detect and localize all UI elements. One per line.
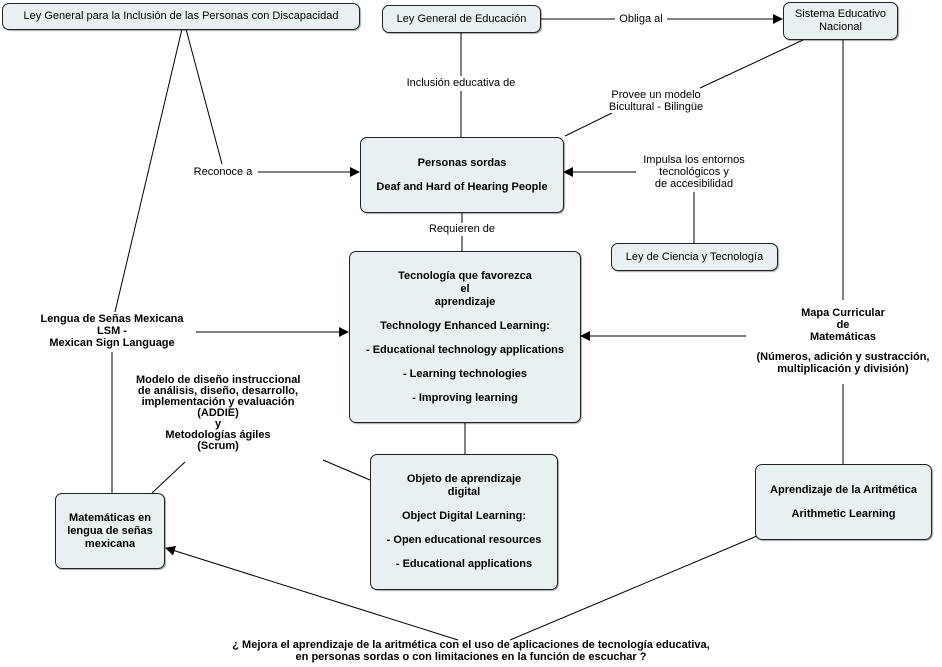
- node-text: Technology Enhanced Learning:: [380, 319, 550, 332]
- label-lengua-senas: Lengua de Señas Mexicana LSM - Mexican S…: [28, 313, 196, 349]
- node-text: - Learning technologies: [402, 367, 528, 380]
- node-text: el: [460, 282, 470, 295]
- label-line: Modelo de diseño instruccional: [136, 374, 301, 386]
- label-line: y: [214, 418, 222, 430]
- label-impulsa: Impulsa los entornos tecnológicos y de a…: [636, 154, 752, 190]
- label-line: LSM -: [97, 325, 127, 337]
- node-aprendizaje-aritmetica[interactable]: Aprendizaje de la Aritmética Arithmetic …: [755, 464, 932, 540]
- node-subtitle: Deaf and Hard of Hearing People: [376, 180, 548, 193]
- label-line: Provee un modelo: [611, 89, 701, 101]
- node-text: Ley General para la Inclusión de las Per…: [23, 10, 339, 22]
- node-tecnologia[interactable]: Tecnología que favorezca el aprendizaje …: [349, 251, 581, 423]
- node-text: - Open educational resources: [386, 534, 542, 546]
- node-text: Object Digital Learning:: [401, 510, 527, 522]
- arrow-pregunta-matematicas: [165, 545, 459, 641]
- label-line: Bicultural - Bilingüe: [608, 101, 704, 113]
- label-line: de análisis, diseño, desarrollo,: [137, 385, 299, 397]
- node-personas-sordas[interactable]: Personas sordas Deaf and Hard of Hearing…: [360, 137, 564, 213]
- node-text: Tecnología que favorezca: [398, 269, 532, 282]
- line-matematicas-modelo: [151, 461, 186, 494]
- label-obliga: Obliga al: [615, 13, 667, 25]
- label-line: de: [836, 319, 850, 331]
- node-ley-inclusion[interactable]: Ley General para la Inclusión de las Per…: [2, 3, 360, 30]
- node-sistema-educativo[interactable]: Sistema Educativo Nacional: [783, 2, 898, 40]
- node-objeto-aprendizaje[interactable]: Objeto de aprendizaje digital Object Dig…: [370, 454, 558, 590]
- line-inclusion-lengua: [114, 28, 183, 313]
- node-text: Ley General de Educación: [396, 12, 527, 25]
- node-text: mexicana: [84, 537, 136, 550]
- label-reconoce: Reconoce a: [188, 166, 258, 178]
- label-line: multiplicación y división): [777, 363, 909, 375]
- label-line: (Números, adición y sustracción,: [756, 351, 930, 363]
- label-line: en personas sordas o con limitaciones en…: [295, 651, 647, 663]
- line-sistema-provee: [699, 39, 804, 89]
- node-text: Matemáticas en: [69, 511, 151, 524]
- line-modelo-objeto: [322, 459, 371, 481]
- node-title: Aprendizaje de la Aritmética: [770, 483, 917, 496]
- label-provee: Provee un modelo Bicultural - Bilingüe: [600, 89, 712, 113]
- node-subtitle: Arithmetic Learning: [791, 507, 896, 520]
- node-matematicas-lsm[interactable]: Matemáticas en lengua de señas mexicana: [55, 493, 165, 569]
- label-line: (Scrum): [197, 440, 239, 452]
- node-text: - Educational applications: [395, 558, 533, 570]
- label-line: de accesibilidad: [654, 178, 734, 190]
- label-inclusion-educativa: Inclusión educativa de: [396, 77, 526, 89]
- node-title: Personas sordas: [417, 156, 507, 169]
- label-mapa-curricular: Mapa Curricular de Matemáticas (Números,…: [746, 307, 940, 375]
- line-inclusion-reconoce: [185, 28, 223, 165]
- label-line: Matemáticas: [809, 331, 877, 343]
- line-aritmetica-pregunta: [509, 535, 758, 641]
- node-text: Sistema Educativo: [794, 8, 887, 20]
- label-line: tecnológicos y: [659, 166, 729, 178]
- label-modelo-diseno: Modelo de diseño instruccional de anális…: [136, 375, 300, 452]
- label-line: Lengua de Señas Mexicana: [40, 313, 184, 325]
- node-text: Ley de Ciencia y Tecnología: [625, 250, 764, 263]
- label-requieren: Requieren de: [420, 223, 504, 235]
- label-line: Mexican Sign Language: [49, 337, 175, 349]
- label-line: Mapa Curricular: [801, 307, 885, 319]
- label-line: (ADDIE): [197, 407, 239, 419]
- node-text: Objeto de aprendizaje: [406, 473, 522, 485]
- node-text: digital: [447, 486, 481, 498]
- node-text: Nacional: [819, 21, 862, 33]
- node-ley-ciencia[interactable]: Ley de Ciencia y Tecnología: [611, 243, 778, 271]
- node-text: - Educational technology applications: [365, 343, 565, 356]
- label-line: ¿ Mejora el aprendizaje de la aritmética…: [232, 639, 710, 651]
- node-text: aprendizaje: [434, 295, 496, 308]
- line-provee-personas: [564, 112, 613, 137]
- label-pregunta: ¿ Mejora el aprendizaje de la aritmética…: [180, 639, 762, 663]
- node-text: lengua de señas: [67, 524, 153, 537]
- node-text: - Improving learning: [412, 391, 518, 404]
- label-line: implementación y evaluación: [141, 396, 295, 408]
- label-line: Metodologías ágiles: [165, 429, 271, 441]
- node-ley-educacion[interactable]: Ley General de Educación: [382, 5, 541, 33]
- label-line: Impulsa los entornos: [643, 154, 745, 166]
